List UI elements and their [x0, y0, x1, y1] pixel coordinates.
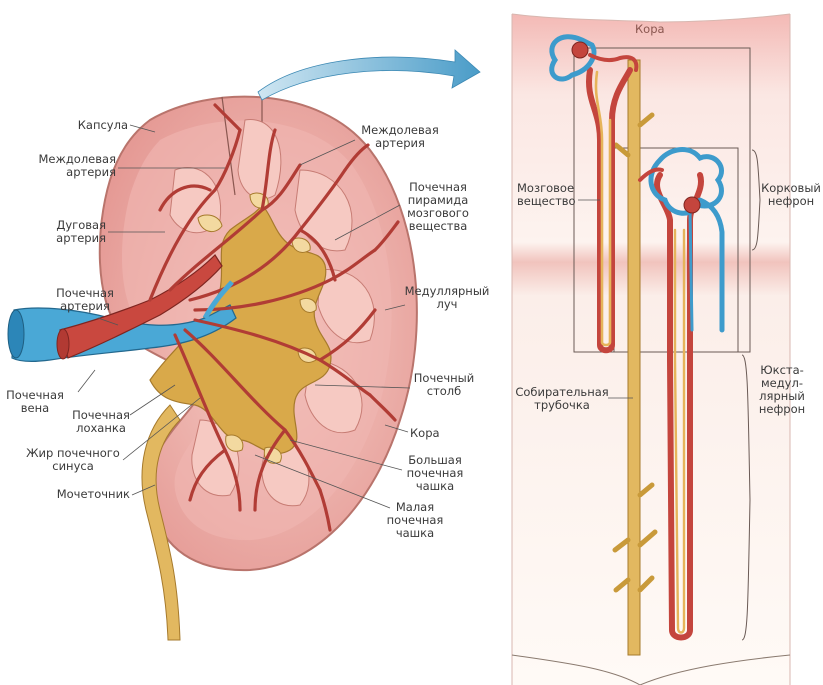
label-interlobar-artery-left: Междолевая артерия — [20, 153, 116, 179]
label-juxtamedullary-nephron: Юкста- медул- лярный нефрон — [752, 364, 812, 416]
label-collecting-duct: Собирательная трубочка — [510, 386, 614, 412]
label-interlobar-artery-right: Междолевая артерия — [352, 124, 448, 150]
label-cortex-kidney: Кора — [410, 427, 450, 440]
label-renal-pyramid: Почечная пирамида мозгового вещества — [398, 181, 478, 233]
label-capsule: Капсула — [44, 119, 128, 132]
label-cortical-nephron: Корковый нефрон — [760, 182, 822, 208]
nephron-panel — [512, 14, 790, 685]
zoom-arrow — [258, 50, 480, 100]
label-major-calyx: Большая почечная чашка — [400, 454, 470, 493]
label-medullary-ray: Медуллярный луч — [400, 285, 494, 311]
label-medulla-panel: Мозговое вещество — [517, 182, 581, 208]
label-cortex-panel: Кора — [635, 23, 675, 36]
label-renal-pelvis: Почечная лоханка — [68, 409, 134, 435]
label-renal-vein: Почечная вена — [4, 389, 66, 415]
label-arcuate-artery: Дуговая артерия — [20, 219, 106, 245]
label-minor-calyx: Малая почечная чашка — [382, 501, 448, 540]
label-renal-sinus-fat: Жир почечного синуса — [22, 447, 124, 473]
label-ureter: Мочеточник — [30, 488, 130, 501]
label-renal-artery: Почечная артерия — [40, 287, 130, 313]
label-renal-column: Почечный столб — [406, 372, 482, 398]
